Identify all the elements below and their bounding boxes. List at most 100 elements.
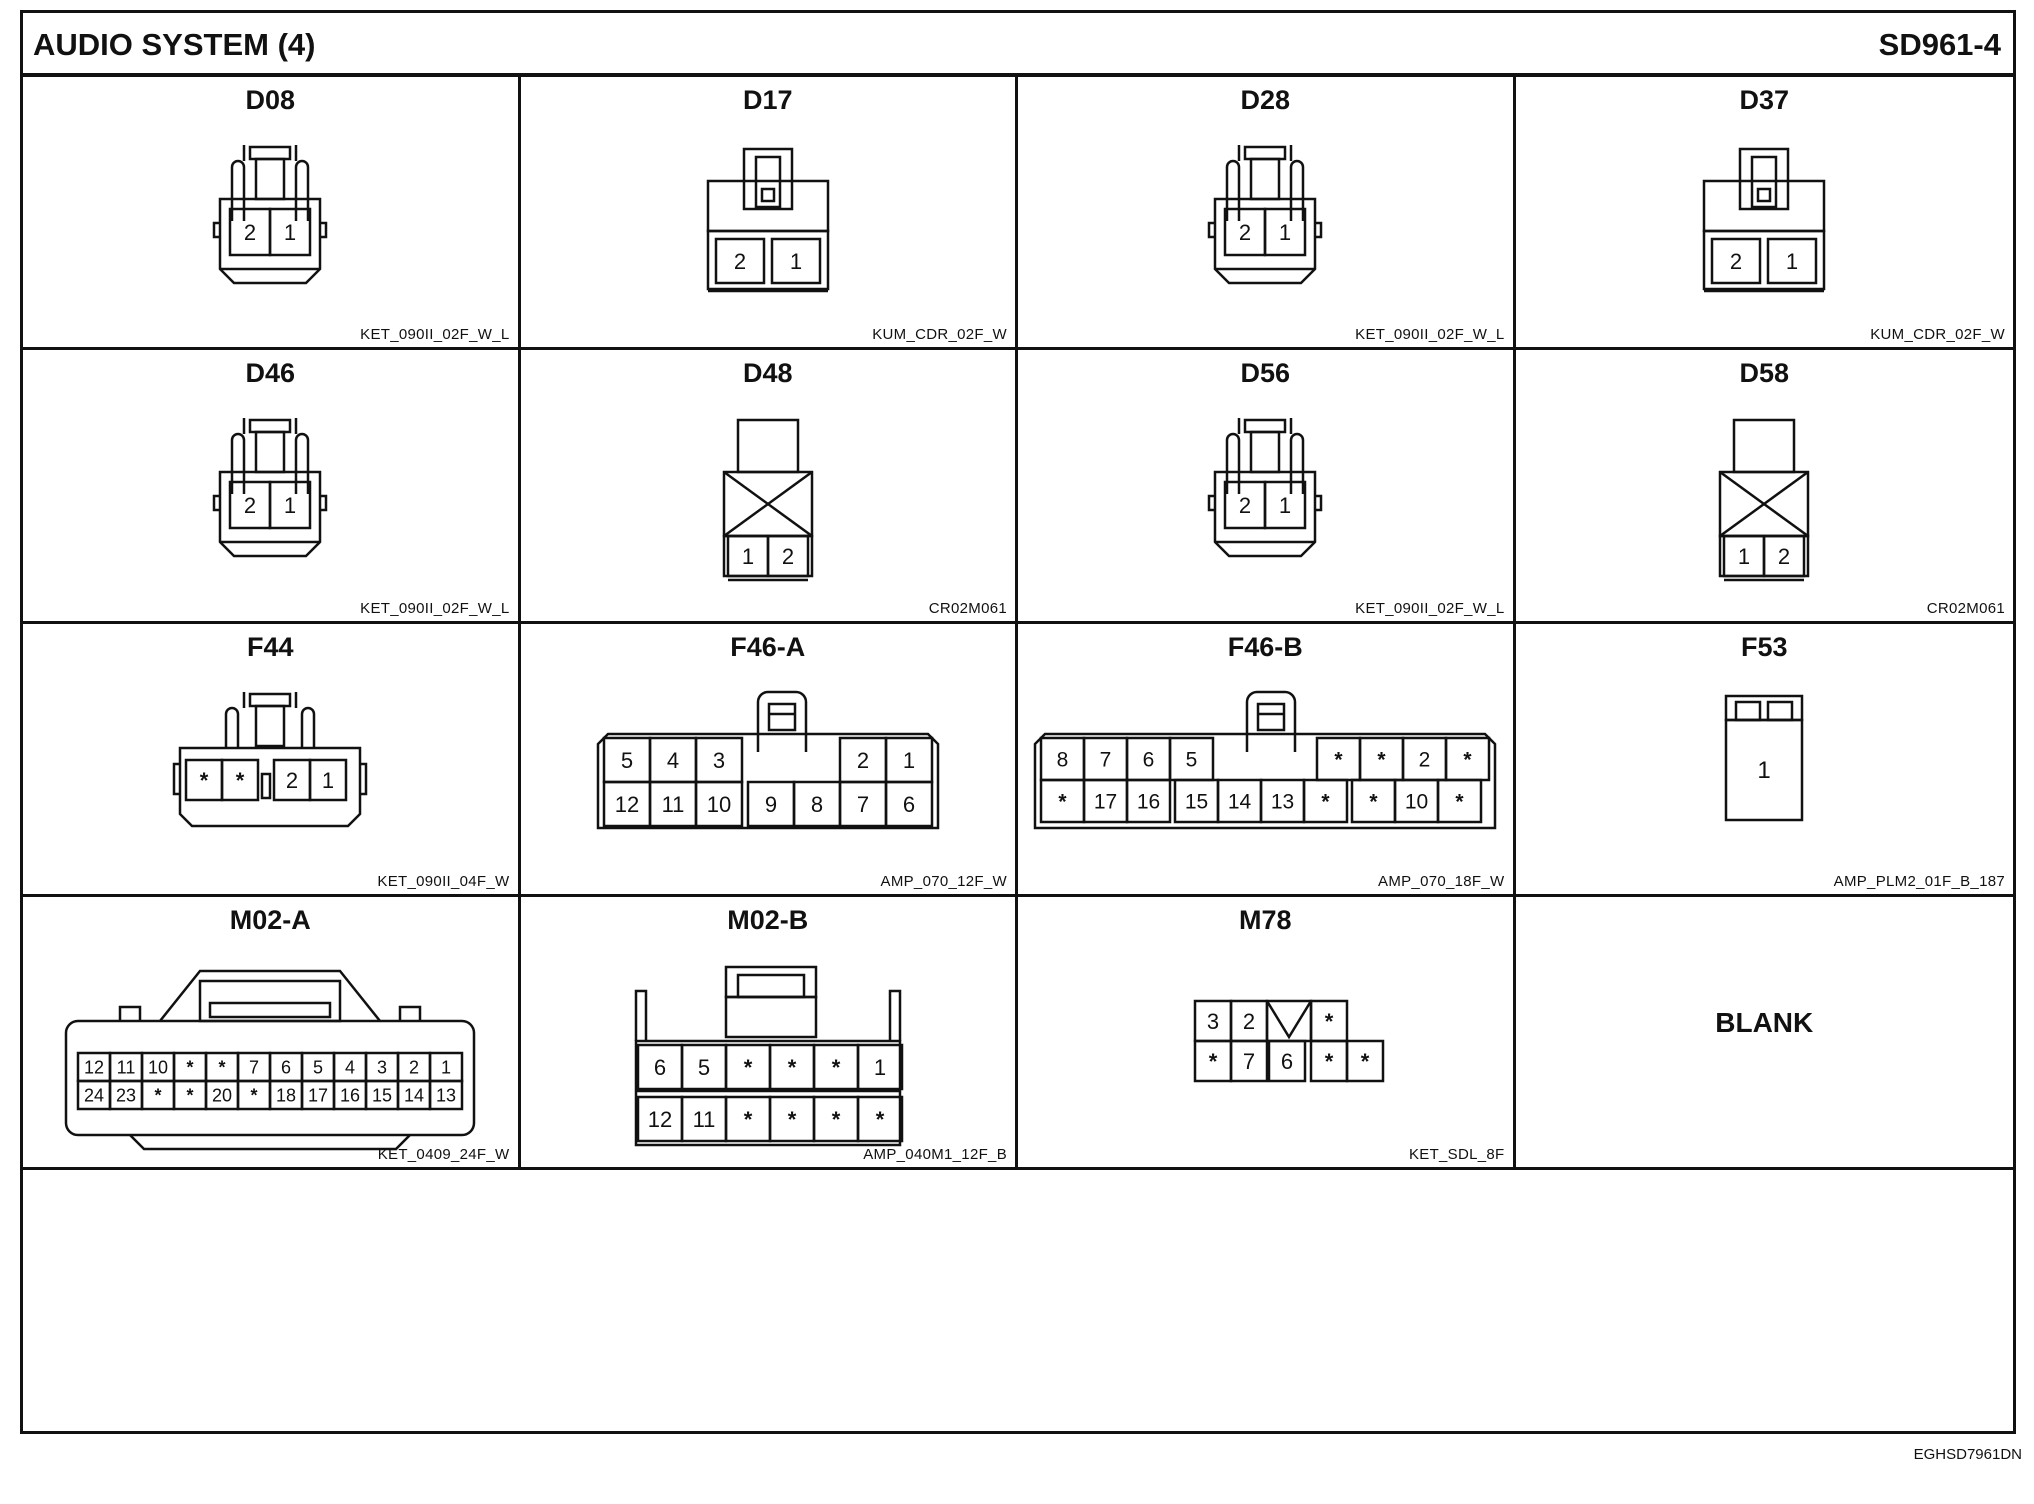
pin: * [237, 1079, 272, 1110]
connector-name: M78 [1238, 904, 1292, 935]
pin: 16 [1126, 778, 1172, 823]
part-number: KET_090II_02F_W_L [360, 326, 510, 344]
connector-diagram: 1 [1725, 694, 1804, 821]
pin: 11 [680, 1095, 727, 1142]
pin-label: 1 [322, 767, 334, 792]
pin: 16 [333, 1079, 368, 1110]
pin: 11 [109, 1051, 144, 1082]
pin: 24 [77, 1079, 112, 1110]
pin: 18 [269, 1079, 304, 1110]
pin: 11 [648, 780, 697, 827]
pin: * [768, 1043, 815, 1090]
pin-label: 17 [308, 1085, 328, 1105]
pin-label: 2 [286, 767, 298, 792]
pin: 12 [636, 1095, 683, 1142]
pin-label: 1 [441, 1057, 451, 1077]
pin: * [141, 1079, 176, 1110]
pin-label: 6 [1281, 1049, 1293, 1074]
pin-label: 15 [372, 1085, 392, 1105]
pin-label: 16 [1137, 790, 1160, 813]
pin-label: 2 [1778, 544, 1790, 569]
pin-label: * [1370, 790, 1379, 813]
pin-label: 8 [1057, 748, 1069, 771]
pin: 17 [1083, 778, 1129, 823]
connector-name: F46-B [1227, 631, 1303, 662]
pin-label: 7 [1243, 1049, 1255, 1074]
pin: * [221, 758, 260, 801]
pin-label: * [1325, 1049, 1334, 1074]
pin-label: 11 [692, 1107, 715, 1132]
pin-label: 18 [276, 1085, 296, 1105]
pin: 12 [77, 1051, 112, 1082]
pin-label: 14 [404, 1085, 424, 1105]
pin: 6 [269, 1051, 304, 1082]
pin: * [1445, 736, 1491, 781]
connector-name: M02-A [229, 904, 311, 935]
pin: * [724, 1043, 771, 1090]
pin-label: 2 [1419, 748, 1431, 771]
pin: * [173, 1079, 208, 1110]
pin: 12 [602, 780, 651, 827]
pin-label: 2 [409, 1057, 419, 1077]
pin-label: 12 [648, 1107, 672, 1132]
pin: 2 [229, 481, 272, 530]
pin-label: 11 [117, 1057, 136, 1077]
pin: * [1359, 736, 1405, 781]
pin-label: 6 [903, 791, 915, 816]
pin: 8 [1040, 736, 1086, 781]
pin: 2 [397, 1051, 432, 1082]
pin-label: 16 [340, 1085, 360, 1105]
pin: 1 [269, 207, 312, 257]
pin: 14 [397, 1079, 432, 1110]
pin: 9 [746, 780, 795, 827]
connector-name: D28 [1240, 85, 1291, 115]
pin: 7 [1230, 1039, 1269, 1082]
pin-label: 2 [1730, 249, 1742, 274]
blank-cell: BLANK [1515, 897, 2013, 1170]
pin: 1 [1264, 481, 1307, 530]
pin: * [1303, 778, 1349, 823]
pin: 2 [1711, 237, 1762, 285]
pin: 20 [205, 1079, 240, 1110]
pin-label: 1 [1786, 249, 1798, 274]
pin-label: * [787, 1107, 796, 1132]
pin: 1 [726, 535, 769, 578]
pin-label: 5 [1186, 748, 1198, 771]
pin-label: 15 [1185, 790, 1208, 813]
pin: * [205, 1051, 240, 1082]
pin: 1 [884, 736, 933, 783]
connector-name: M02-B [727, 904, 809, 935]
pin: 4 [648, 736, 697, 783]
pin-label: * [743, 1107, 752, 1132]
pin-label: 23 [116, 1085, 136, 1105]
pin: * [812, 1095, 859, 1142]
pin: 13 [429, 1079, 464, 1110]
connector-housing: 1 [1725, 694, 1804, 821]
pin: 2 [229, 207, 272, 257]
pin: 13 [1260, 778, 1306, 823]
pin: * [768, 1095, 815, 1142]
pin-label: 1 [790, 249, 802, 274]
pin: 1 [770, 237, 821, 285]
pin-label: * [1464, 748, 1473, 771]
page-code: SD961-4 [1878, 27, 2001, 62]
pin-label: 2 [857, 747, 869, 772]
pin-label: 1 [1279, 493, 1291, 518]
pin: 2 [1230, 999, 1269, 1042]
part-number: AMP_070_18F_W [1378, 872, 1505, 890]
pin-label: 3 [377, 1057, 387, 1077]
pin: 4 [333, 1051, 368, 1082]
